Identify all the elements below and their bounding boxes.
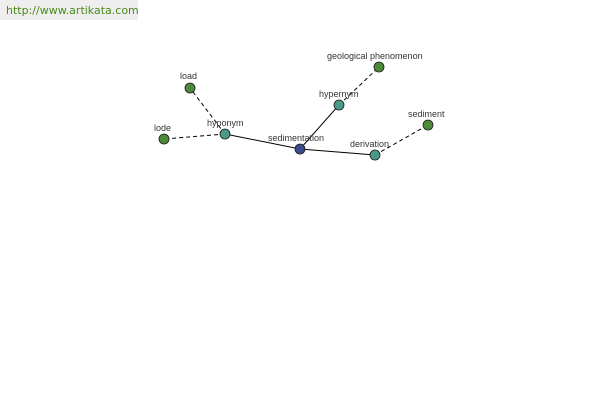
node-label-sediment: sediment bbox=[408, 109, 445, 119]
node-label-sedimentation: sedimentation bbox=[268, 133, 324, 143]
graph-nodes bbox=[158, 61, 434, 161]
node-label-lode: lode bbox=[154, 123, 171, 133]
node-geological-phenomenon[interactable] bbox=[373, 61, 385, 73]
edge-derivation-sediment bbox=[374, 124, 429, 156]
edge-hyponym-lode bbox=[163, 133, 226, 140]
node-label-load: load bbox=[180, 71, 197, 81]
edge-hypernym-geological-phenomenon bbox=[338, 66, 380, 106]
edge-hyponym-load bbox=[189, 87, 226, 135]
graph-edges bbox=[163, 66, 429, 156]
node-label-hyponym: hyponym bbox=[207, 118, 244, 128]
node-hyponym[interactable] bbox=[219, 128, 231, 140]
node-sedimentation[interactable] bbox=[294, 143, 306, 155]
node-sediment[interactable] bbox=[422, 119, 434, 131]
site-banner: http://www.artikata.com bbox=[0, 0, 139, 20]
edge-sedimentation-derivation bbox=[299, 148, 376, 156]
node-label-hypernym: hypernym bbox=[319, 89, 359, 99]
node-label-derivation: derivation bbox=[350, 139, 389, 149]
node-label-geological-phenomenon: geological phenomenon bbox=[327, 51, 423, 61]
graph-labels: sedimentation hyponym hypernym derivation lo… bbox=[154, 51, 445, 149]
node-derivation[interactable] bbox=[369, 149, 381, 161]
node-load[interactable] bbox=[184, 82, 196, 94]
node-lode[interactable] bbox=[158, 133, 170, 145]
edge-sedimentation-hyponym bbox=[224, 133, 301, 150]
site-link[interactable]: http://www.artikata.com bbox=[6, 4, 139, 17]
edge-sedimentation-hypernym bbox=[299, 104, 340, 150]
node-hypernym[interactable] bbox=[333, 99, 345, 111]
